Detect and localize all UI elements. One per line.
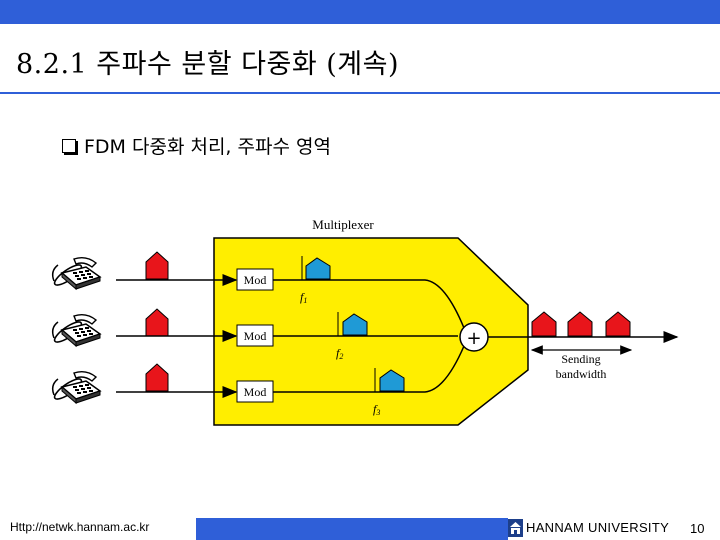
multiplexer-label: Multiplexer: [312, 217, 374, 232]
mod-label-2: Mod: [244, 329, 267, 343]
output-signal-2-icon: [567, 311, 593, 337]
freq-label-f1: f1: [300, 290, 307, 305]
band-f1: f1: [300, 256, 331, 305]
bullet-item: FDM 다중화 처리, 주파수 영역: [62, 132, 331, 159]
band-f3: f3: [373, 368, 405, 417]
freq-label-f2: f2: [336, 346, 343, 361]
input-signal-1-icon: [145, 251, 169, 280]
summation-symbol: +: [466, 328, 481, 349]
mod-label-1: Mod: [244, 273, 267, 287]
sending-label: Sending: [561, 352, 600, 366]
freq-label-f3: f3: [373, 402, 380, 417]
bandwidth-label: bandwidth: [556, 367, 607, 381]
telephone-1-icon: [51, 256, 101, 290]
band-f3-icon: [379, 369, 405, 392]
title-divider: [0, 92, 720, 94]
band-f1-icon: [305, 257, 331, 280]
footer-url-panel: [0, 518, 196, 540]
mod-output-line-1: [273, 279, 465, 329]
footer-url[interactable]: Http://netwk.hannam.ac.kr: [10, 520, 150, 534]
input-signal-2-icon: [145, 308, 169, 337]
university-name: HANNAM UNIVERSITY: [526, 520, 670, 535]
footer-university-panel: [508, 518, 720, 540]
top-accent-bar: [0, 0, 720, 24]
output-signal-3-icon: [605, 311, 631, 337]
input-signal-3-icon: [145, 363, 169, 392]
mod-label-3: Mod: [244, 385, 267, 399]
band-f2: f2: [336, 312, 368, 361]
checkbox-bullet-icon: [62, 138, 76, 153]
mod-output-line-3: [273, 345, 465, 393]
page-number: 10: [690, 521, 705, 536]
university-logo-icon: [508, 519, 523, 537]
telephone-2-icon: [51, 313, 101, 347]
multiplexer-body: [213, 237, 529, 426]
slide-title: 8.2.1 주파수 분할 다중화 (계속): [16, 49, 399, 80]
output-signal-1-icon: [531, 311, 557, 337]
telephone-3-icon: [51, 370, 101, 404]
band-f2-icon: [342, 313, 368, 336]
bullet-text: FDM 다중화 처리, 주파수 영역: [84, 136, 331, 158]
